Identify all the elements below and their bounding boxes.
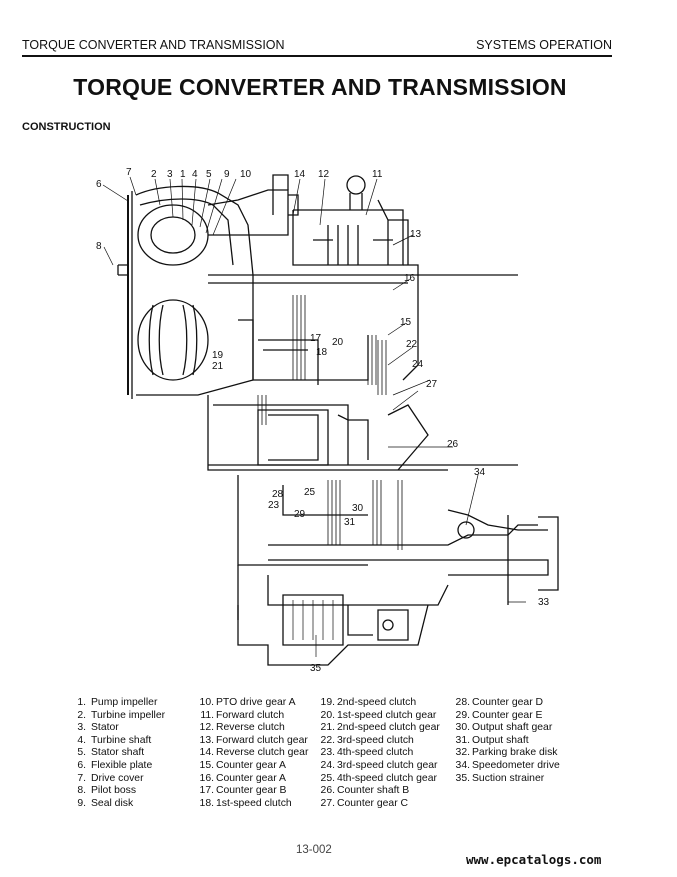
- callout-6: 6: [96, 179, 102, 190]
- legend-column-3: 19.2nd-speed clutch 20.1st-speed clutch …: [317, 697, 440, 810]
- running-header: TORQUE CONVERTER AND TRANSMISSION SYSTEM…: [22, 37, 612, 57]
- callout-28: 28: [272, 489, 284, 500]
- callout-26: 26: [447, 439, 459, 450]
- callout-16: 16: [404, 273, 416, 284]
- legend-item: 12.Reverse clutch: [199, 722, 285, 734]
- legend-item: 17.Counter gear B: [199, 785, 287, 797]
- legend-item: 5.Stator shaft: [77, 747, 145, 759]
- legend-item: 11.Forward clutch: [200, 709, 285, 721]
- callout-14: 14: [294, 169, 306, 180]
- callout-29: 29: [294, 509, 306, 520]
- callout-7: 7: [126, 167, 132, 178]
- page-number: 13-002: [296, 844, 332, 856]
- callout-5: 5: [206, 169, 212, 180]
- callout-31: 31: [344, 517, 356, 528]
- callout-10: 10: [240, 169, 252, 180]
- callout-33: 33: [538, 597, 550, 608]
- legend-item: 18.1st-speed clutch: [199, 797, 292, 809]
- legend-item: 16.Counter gear A: [199, 772, 286, 784]
- legend-item: 14.Reverse clutch gear: [199, 747, 309, 759]
- legend-item: 27.Counter gear C: [320, 797, 409, 809]
- callout-24: 24: [412, 359, 424, 370]
- legend-item: 7.Drive cover: [77, 772, 144, 784]
- legend-item: 4.Turbine shaft: [77, 734, 152, 746]
- legend-item: 21.2nd-speed clutch gear: [320, 722, 440, 734]
- callout-4: 4: [192, 169, 198, 180]
- callout-34: 34: [474, 467, 486, 478]
- callout-15: 15: [400, 317, 412, 328]
- legend-item: 9.Seal disk: [77, 797, 134, 809]
- callout-9: 9: [224, 169, 230, 180]
- legend-item: 23.4th-speed clutch: [320, 747, 414, 759]
- callout-25: 25: [304, 487, 316, 498]
- legend-item: 6.Flexible plate: [77, 759, 153, 771]
- legend-item: 31.Output shaft: [455, 734, 529, 746]
- legend-item: 10.PTO drive gear A: [199, 697, 296, 708]
- legend-column-4: 28.Counter gear D 29.Counter gear E 30.O…: [452, 697, 560, 785]
- legend-item: 30.Output shaft gear: [455, 722, 553, 734]
- callout-35: 35: [310, 663, 322, 674]
- callout-30: 30: [352, 503, 364, 514]
- legend-item: 29.Counter gear E: [455, 709, 543, 721]
- callout-13: 13: [410, 229, 422, 240]
- watermark: www.epcatalogs.com: [466, 852, 602, 867]
- section-heading: CONSTRUCTION: [22, 121, 111, 133]
- page-title: TORQUE CONVERTER AND TRANSMISSION: [73, 74, 567, 100]
- legend-item: 32.Parking brake disk: [455, 747, 558, 759]
- callout-18: 18: [316, 347, 328, 358]
- legend-column-1: 1.Pump impeller 2.Turbine impeller 3.Sta…: [70, 697, 165, 810]
- callout-3: 3: [167, 169, 173, 180]
- callout-2: 2: [151, 169, 157, 180]
- callout-23: 23: [268, 500, 280, 511]
- callout-17: 17: [310, 333, 322, 344]
- header-chapter-title: SYSTEMS OPERATION: [476, 38, 612, 52]
- legend-item: 34.Speedometer drive: [455, 759, 560, 771]
- callout-19: 19: [212, 350, 224, 361]
- callout-20: 20: [332, 337, 344, 348]
- legend-item: 19.2nd-speed clutch: [320, 697, 417, 708]
- callout-11: 11: [372, 169, 383, 180]
- header-section-title: TORQUE CONVERTER AND TRANSMISSION: [22, 38, 285, 52]
- legend-column-2: 10.PTO drive gear A 11.Forward clutch 12…: [196, 697, 309, 810]
- legend-item: 3.Stator: [77, 722, 119, 734]
- callout-22: 22: [406, 339, 418, 350]
- legend-item: 15.Counter gear A: [199, 759, 286, 771]
- callout-21: 21: [212, 361, 224, 372]
- legend-item: 8.Pilot boss: [77, 785, 137, 797]
- legend-item: 1.Pump impeller: [77, 697, 158, 708]
- legend-item: 35.Suction strainer: [455, 772, 545, 784]
- transmission-cross-section-diagram: 7 2 3 1 4 5 9 10 6 8 14 12 11 13 16 15 2…: [96, 167, 559, 674]
- legend-item: 26.Counter shaft B: [320, 785, 410, 797]
- callout-8: 8: [96, 241, 102, 252]
- callout-1: 1: [180, 169, 186, 180]
- callout-27: 27: [426, 379, 438, 390]
- legend-item: 13.Forward clutch gear: [199, 734, 308, 746]
- legend-item: 2.Turbine impeller: [77, 709, 166, 721]
- legend-item: 24.3rd-speed clutch gear: [320, 759, 438, 771]
- legend-item: 28.Counter gear D: [455, 697, 544, 708]
- legend-item: 20.1st-speed clutch gear: [320, 709, 437, 721]
- legend-item: 25.4th-speed clutch gear: [320, 772, 437, 784]
- callout-12: 12: [318, 169, 330, 180]
- legend-item: 22.3rd-speed clutch: [320, 734, 414, 746]
